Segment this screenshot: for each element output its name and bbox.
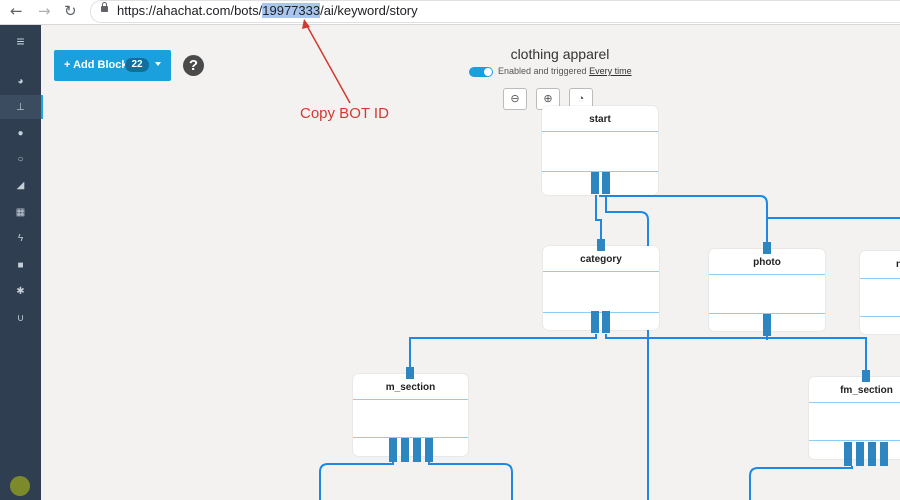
output-port[interactable] (763, 314, 771, 336)
bolt-icon[interactable]: ϟ (17, 232, 24, 244)
chevron-down-icon[interactable] (155, 62, 161, 66)
annotation-label: Copy BOT ID (300, 105, 389, 122)
block-m-section[interactable]: m_section (353, 374, 468, 456)
menu-icon[interactable]: ≡ (16, 33, 25, 49)
forward-icon[interactable]: → (38, 2, 51, 20)
input-port[interactable] (406, 367, 414, 379)
block-category[interactable]: category (543, 246, 659, 330)
output-port[interactable] (602, 172, 610, 194)
bot-name: clothing apparel (510, 46, 610, 62)
url-bot-id: 19977333 (262, 3, 321, 18)
settings-icon[interactable]: ✱ (16, 285, 25, 297)
wire-start-category (595, 195, 602, 240)
trigger-frequency-link[interactable]: Every time (589, 66, 632, 76)
enabled-toggle[interactable] (469, 67, 493, 77)
dashboard-icon[interactable]: ◕ (17, 75, 24, 87)
sidebar: ≡ ◕ ⊥ ● ○ ◢ ▦ ϟ ■ ✱ ∪ (0, 25, 43, 500)
output-port[interactable] (425, 438, 433, 462)
block-start[interactable]: start (542, 106, 658, 195)
block-title: start (589, 114, 611, 125)
wire-category-msection (409, 334, 597, 370)
block-partial[interactable]: n (860, 251, 900, 334)
output-port[interactable] (602, 311, 610, 333)
wire-msection-left (319, 462, 394, 500)
browser-toolbar: ← → ↻ https://ahachat.com/bots/19977333/… (0, 0, 900, 25)
block-count-badge: 22 (125, 58, 149, 72)
wire-category-fmsection (605, 334, 867, 374)
magnet-icon[interactable]: ∪ (16, 312, 25, 324)
output-port[interactable] (591, 311, 599, 333)
lock-icon (101, 2, 108, 12)
output-port[interactable] (844, 442, 852, 466)
block-title: m_section (385, 382, 436, 393)
output-port[interactable] (413, 438, 421, 462)
input-port[interactable] (862, 370, 870, 382)
reload-icon[interactable]: ↻ (64, 2, 77, 20)
block-title: category (580, 254, 622, 265)
block-title: photo (753, 257, 781, 268)
address-bar[interactable]: https://ahachat.com/bots/19977333/ai/key… (90, 0, 900, 23)
output-port[interactable] (856, 442, 864, 466)
sitemap-icon[interactable]: ⊥ (0, 95, 43, 119)
calendar-icon[interactable]: ▦ (15, 206, 26, 218)
question-circle-icon[interactable]: ? (183, 55, 204, 76)
facebook-icon[interactable]: ■ (17, 259, 24, 271)
user-icon[interactable]: ● (17, 127, 24, 139)
output-port[interactable] (389, 438, 397, 462)
input-port[interactable] (597, 239, 605, 251)
block-title: fm_section (840, 385, 893, 396)
wire-start-photo (599, 195, 768, 340)
wire-fmsection-left (749, 466, 853, 500)
zoom-out-icon[interactable]: ⊖ (503, 88, 527, 110)
wire-start-down (605, 195, 649, 500)
url-text: https://ahachat.com/bots/19977333/ai/key… (117, 3, 418, 18)
output-port[interactable] (591, 172, 599, 194)
output-port[interactable] (880, 442, 888, 466)
send-icon[interactable]: ◢ (16, 179, 25, 191)
block-fm-section[interactable]: fm_section (809, 377, 900, 459)
output-port[interactable] (868, 442, 876, 466)
input-port[interactable] (763, 242, 771, 254)
wire-msection-right (428, 462, 513, 500)
add-block-button[interactable]: + Add Block 22 (54, 50, 171, 81)
bot-status: Enabled and triggered Every time (498, 66, 632, 76)
comment-icon[interactable]: ○ (17, 153, 24, 165)
block-title: n (896, 259, 900, 270)
back-icon[interactable]: ← (10, 2, 23, 20)
avatar[interactable] (10, 476, 30, 496)
output-port[interactable] (401, 438, 409, 462)
